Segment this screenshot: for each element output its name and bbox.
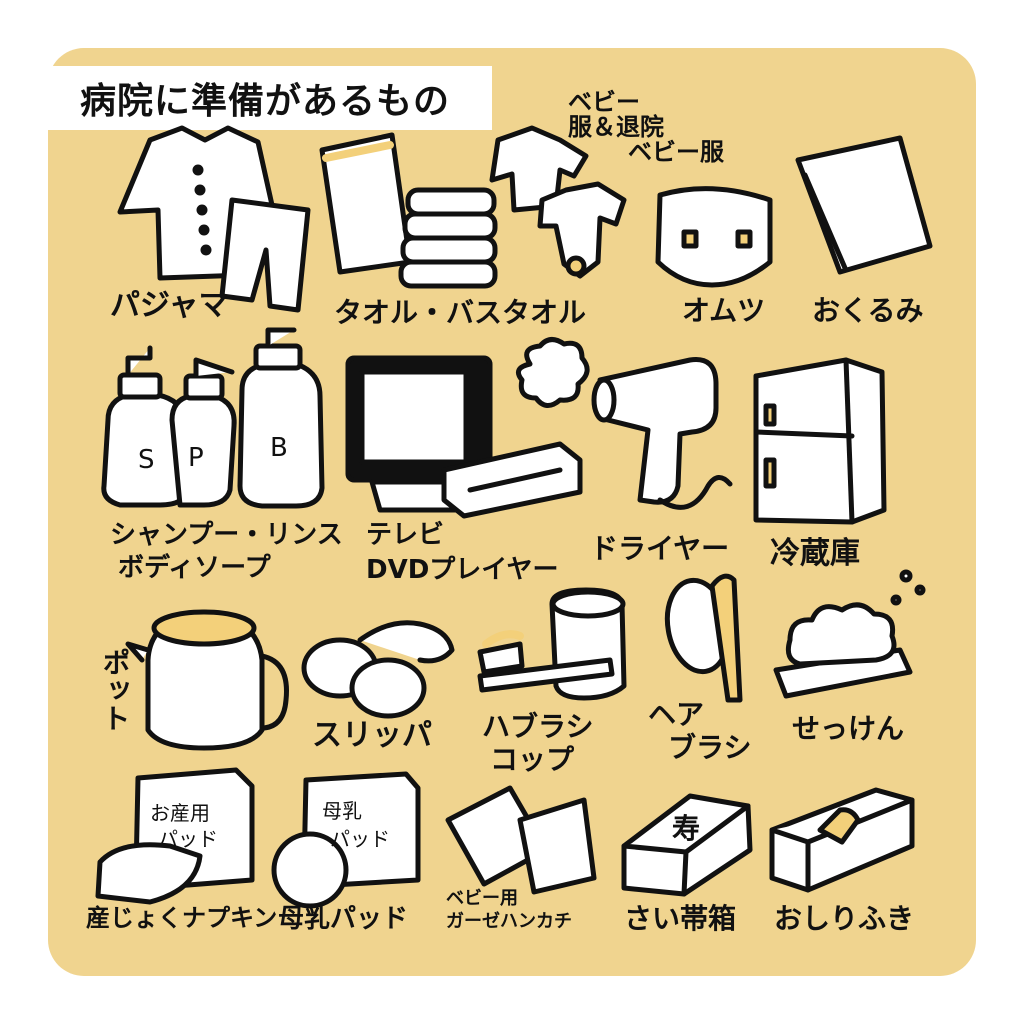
label-toothbrush: ハブラシ コップ xyxy=(482,712,593,775)
breast-box-text-2: パッド xyxy=(330,827,390,851)
label-gauze-line1: ベビー用 xyxy=(446,888,518,909)
label-soap: せっけん xyxy=(792,712,905,745)
label-hairbrush: ヘア ブラシ xyxy=(648,700,751,763)
pajama-illustration xyxy=(117,125,311,313)
breast-box-text-1: 母乳 xyxy=(322,799,362,823)
shampoo-b-label: B xyxy=(270,433,288,463)
label-swaddle: おくるみ xyxy=(812,294,924,327)
maternity-box-text-1: お産用 xyxy=(150,801,210,825)
shampoo-s-label: S xyxy=(138,445,155,475)
page-title: 病院に準備があるもの xyxy=(80,81,451,122)
soap-illustration xyxy=(773,569,926,699)
label-pajama: パジャマ xyxy=(110,288,229,323)
label-baby-clothes-line3: ベビー服 xyxy=(628,138,724,167)
label-tv-line2: DVDプレイヤー xyxy=(366,555,559,586)
shampoo-p-label: P xyxy=(188,443,204,473)
label-gauze-line2: ガーゼハンカチ xyxy=(446,910,572,932)
label-shampoo-line2: ボディソープ xyxy=(118,553,271,584)
label-baby-clothes-line2: 服＆退院 xyxy=(568,113,664,142)
tv-illustration xyxy=(345,355,583,519)
label-diaper: オムツ xyxy=(682,294,766,327)
label-maternity-pad: 産じょくナプキン xyxy=(86,904,278,932)
breast-pad-illustration xyxy=(271,771,421,909)
label-gauze: ベビー用 ガーゼハンカチ xyxy=(446,888,572,932)
label-towel: タオル・バスタオル xyxy=(334,296,587,329)
cord-box-lid-text: 寿 xyxy=(672,812,700,845)
dryer-illustration xyxy=(515,337,733,510)
pot-illustration xyxy=(125,609,289,751)
label-toothbrush-line1: ハブラシ xyxy=(482,710,594,743)
fridge-illustration xyxy=(753,357,887,525)
diaper-illustration xyxy=(655,186,773,288)
swaddle-illustration xyxy=(795,135,933,275)
toothbrush-illustration xyxy=(477,587,627,701)
label-hairbrush-line1: ヘア xyxy=(648,698,705,731)
slippers-illustration xyxy=(301,620,455,719)
hairbrush-illustration xyxy=(664,573,743,703)
wipes-illustration xyxy=(769,787,915,893)
label-tv-line1: テレビ xyxy=(366,520,445,550)
label-dryer: ドライヤー xyxy=(590,532,730,565)
label-tv: テレビ DVDプレイヤー xyxy=(366,520,559,586)
label-fridge: 冷蔵庫 xyxy=(770,536,860,571)
baby-clothes-illustration xyxy=(489,125,627,279)
label-wipes: おしりふき xyxy=(774,902,915,935)
maternity-pad-illustration xyxy=(95,767,255,905)
label-hairbrush-line2: ブラシ xyxy=(668,731,752,765)
label-baby-clothes: ベビー 服＆退院 ベビー服 xyxy=(568,88,724,167)
gauze-illustration xyxy=(445,785,597,895)
label-pot: ポット xyxy=(98,648,132,732)
towel-illustration xyxy=(319,132,498,289)
shampoo-illustration xyxy=(101,327,325,509)
label-shampoo-line1: シャンプー・リンス xyxy=(110,520,343,550)
label-toothbrush-line2: コップ xyxy=(490,743,575,777)
label-baby-clothes-line1: ベビー xyxy=(568,88,640,116)
label-shampoo: シャンプー・リンス ボディソープ xyxy=(110,520,343,584)
title-box xyxy=(48,66,492,130)
cord-box-illustration xyxy=(621,793,753,897)
label-slippers: スリッパ xyxy=(312,718,432,753)
label-cord-box: さい帯箱 xyxy=(624,902,737,935)
label-breast-pad: 母乳パッド xyxy=(278,904,409,934)
maternity-box-text-2: パッド xyxy=(158,827,218,851)
